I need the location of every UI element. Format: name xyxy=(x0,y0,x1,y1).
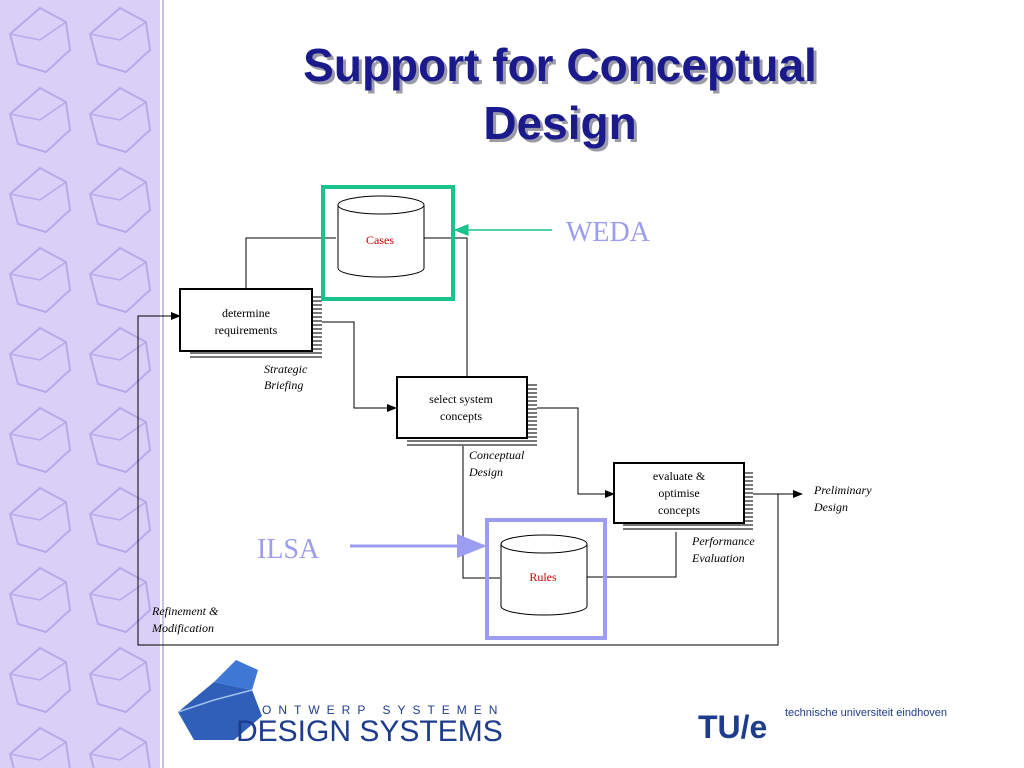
line-determine-to-cases xyxy=(245,237,336,290)
design-systems-logo: ONTWERP SYSTEMEN DESIGN SYSTEMS xyxy=(177,660,504,748)
sidebar-divider xyxy=(162,0,164,768)
rules-label: Rules xyxy=(529,570,557,584)
process-evaluate-optimise: evaluate & optimise concepts xyxy=(613,462,753,532)
weda-highlight-box xyxy=(321,185,455,301)
ilsa-callout: ILSA xyxy=(257,534,487,565)
strategic-label-1: Strategic xyxy=(264,362,308,376)
line-cases-to-select xyxy=(424,237,468,378)
decorative-sidebar xyxy=(0,0,160,768)
rules-database: Rules xyxy=(485,518,607,640)
line-determine-to-select xyxy=(322,321,397,412)
evaluate-label-3: concepts xyxy=(658,503,700,517)
cases-database: Cases xyxy=(321,185,455,301)
conceptual-label-1: Conceptual xyxy=(469,448,525,462)
title-line-1: Support for Conceptual xyxy=(303,39,817,91)
tue-mark: TU/e xyxy=(698,709,767,745)
preliminary-label-2: Design xyxy=(813,500,848,514)
tue-text: technische universiteit eindhoven xyxy=(785,707,947,719)
strategic-label-2: Briefing xyxy=(264,378,303,392)
refinement-label-1: Refinement & xyxy=(151,604,219,618)
conceptual-label-2: Design xyxy=(468,465,503,479)
line-select-to-evaluate xyxy=(537,407,615,498)
title-line-2: Design xyxy=(483,97,637,149)
select-label-2: concepts xyxy=(440,409,482,423)
weda-callout: WEDA xyxy=(453,217,651,248)
process-determine-requirements: determine requirements xyxy=(179,288,322,358)
ilsa-highlight-box xyxy=(485,518,607,640)
cases-label: Cases xyxy=(366,233,394,247)
evaluate-label-2: optimise xyxy=(658,486,699,500)
process-select-system-concepts: select system concepts xyxy=(396,376,537,446)
slide-title: Support for Conceptual Design xyxy=(170,36,950,152)
ds-subtitle: ONTWERP SYSTEMEN xyxy=(262,703,504,717)
line-refinement-loop xyxy=(137,312,779,646)
ds-title: DESIGN SYSTEMS xyxy=(236,715,503,748)
flow-labels: Strategic Briefing Conceptual Design Per… xyxy=(151,362,872,635)
refinement-label-2: Modification xyxy=(151,621,214,635)
weda-label: WEDA xyxy=(566,217,651,248)
determine-label-2: requirements xyxy=(215,323,278,337)
sidebar-pattern xyxy=(0,0,160,768)
preliminary-label-1: Preliminary xyxy=(813,483,872,497)
tue-logo: TU/e technische universiteit eindhoven xyxy=(698,707,947,745)
performance-label-2: Evaluation xyxy=(691,551,745,565)
ilsa-label: ILSA xyxy=(257,534,320,565)
select-label-1: select system xyxy=(429,392,493,406)
line-rules-to-evaluate xyxy=(587,524,677,578)
performance-label-1: Performance xyxy=(691,534,755,548)
evaluate-label-1: evaluate & xyxy=(653,469,706,483)
determine-label-1: determine xyxy=(222,306,270,320)
